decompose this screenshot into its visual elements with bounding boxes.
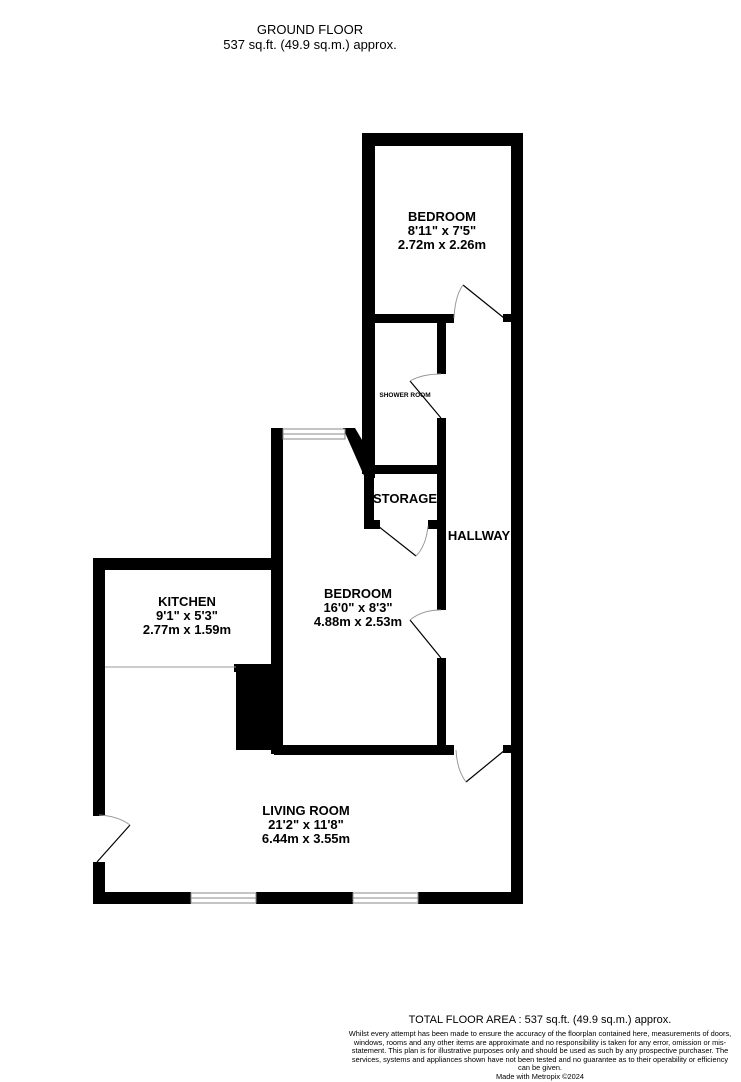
- wall-right-upper: [511, 133, 523, 323]
- storage-jamb-left: [364, 520, 380, 529]
- total-floor-area: TOTAL FLOOR AREA : 537 sq.ft. (49.9 sq.m…: [408, 1014, 672, 1026]
- wall-shower-bottom: [362, 465, 446, 474]
- room-shower-room: SHOWER ROOM: [379, 392, 430, 399]
- room-bedroom-1: BEDROOM 8'11" x 7'5" 2.72m x 2.26m: [398, 209, 486, 252]
- door-entrance-arc: [98, 814, 131, 826]
- room-dim-imperial: 16'0" x 8'3": [323, 600, 392, 615]
- floor-area: 537 sq.ft. (49.9 sq.m.) approx.: [223, 37, 397, 52]
- door-bedroom1-arc: [453, 284, 464, 319]
- wall-shower-right-upper: [437, 314, 446, 374]
- wall-top: [362, 133, 522, 146]
- door-living-hall-arc: [455, 749, 467, 783]
- door-shower-arc: [409, 373, 442, 382]
- room-bedroom-2: BEDROOM 16'0" x 8'3" 4.88m x 2.53m: [314, 586, 402, 629]
- door-entrance: [96, 824, 131, 863]
- room-dim-imperial: 9'1" x 5'3": [156, 608, 218, 623]
- room-hallway: HALLWAY: [448, 528, 511, 543]
- room-living-room: LIVING ROOM 21'2" x 11'8" 6.44m x 3.55m: [262, 803, 350, 846]
- room-dim-imperial: 21'2" x 11'8": [268, 817, 344, 832]
- room-dim-metric: 6.44m x 3.55m: [262, 831, 350, 846]
- door-bedroom1: [462, 284, 505, 319]
- wall-left-upper: [93, 558, 105, 816]
- wall-storage-left: [364, 465, 374, 529]
- floor-name: GROUND FLOOR: [256, 22, 364, 37]
- wall-bottom-2: [256, 892, 353, 904]
- room-dim-imperial: 8'11" x 7'5": [408, 223, 476, 238]
- door-storage: [377, 525, 417, 557]
- wall-bedroom1-left: [362, 133, 375, 473]
- room-kitchen: KITCHEN 9'1" x 5'3" 2.77m x 1.59m: [143, 594, 231, 637]
- storage-jamb-right: [428, 520, 446, 529]
- door-bedroom2-arc: [409, 609, 442, 621]
- wall-right: [511, 314, 523, 904]
- room-dim-metric: 2.77m x 1.59m: [143, 622, 231, 637]
- windows: [190, 428, 419, 904]
- door-jamb-bedroom1: [503, 314, 523, 322]
- wall-bedroom2-right-lower: [437, 658, 446, 754]
- footer: TOTAL FLOOR AREA : 537 sq.ft. (49.9 sq.m…: [345, 1014, 735, 1082]
- floor-header: GROUND FLOOR 537 sq.ft. (49.9 sq.m.) app…: [180, 22, 440, 52]
- room-name: LIVING ROOM: [262, 803, 349, 818]
- made-with: Made with Metropix ©2024: [495, 1071, 585, 1081]
- wall-bottom-3: [418, 892, 523, 904]
- room-dim-metric: 4.88m x 2.53m: [314, 614, 402, 629]
- chimney-breast: [236, 664, 274, 750]
- wall-bedroom1-bottom: [362, 314, 454, 323]
- wall-kitchen-top: [93, 558, 283, 570]
- room-name: BEDROOM: [408, 209, 476, 224]
- room-name: KITCHEN: [158, 594, 216, 609]
- room-labels: BEDROOM 8'11" x 7'5" 2.72m x 2.26m SHOWE…: [143, 209, 511, 846]
- disclaimer: Whilst every attempt has been made to en…: [348, 1029, 732, 1073]
- door-storage-arc: [415, 525, 429, 557]
- door-shower: [409, 380, 442, 419]
- wall-bottom-1: [93, 892, 191, 904]
- walls: [93, 133, 523, 904]
- wall-diagonal: [343, 428, 375, 478]
- wall-shower-right-lower: [437, 418, 446, 610]
- room-dim-metric: 2.72m x 2.26m: [398, 237, 486, 252]
- doors: [96, 284, 506, 863]
- room-storage: STORAGE: [373, 491, 437, 506]
- room-name: BEDROOM: [324, 586, 392, 601]
- door-bedroom2: [409, 619, 442, 659]
- door-living-hall: [465, 749, 506, 783]
- door-jamb-living: [503, 745, 523, 753]
- wall-bedroom2-bottom: [274, 745, 454, 755]
